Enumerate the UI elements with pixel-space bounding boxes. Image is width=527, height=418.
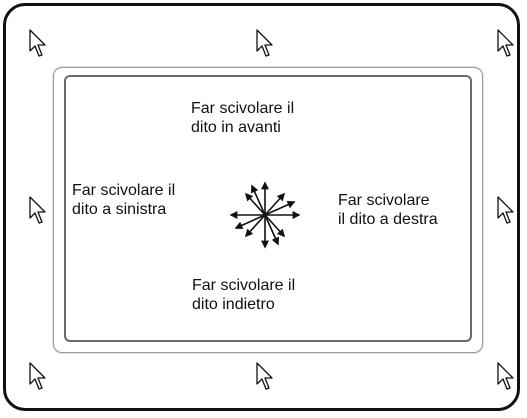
label-forward-line1: Far scivolare il	[191, 100, 295, 117]
label-left: Far scivolare il dito a sinistra	[72, 181, 175, 219]
mouse-pointer-icon	[256, 29, 273, 57]
label-left-line1: Far scivolare il	[72, 182, 176, 199]
mouse-pointer-icon	[497, 362, 514, 390]
multi-direction-arrows-icon	[229, 181, 301, 249]
label-forward-line2: dito in avanti	[191, 119, 281, 136]
label-forward: Far scivolare il dito in avanti	[191, 99, 294, 137]
label-right-line2: il dito a destra	[338, 211, 438, 228]
touchpad-surface	[64, 75, 472, 342]
label-right-line1: Far scivolare	[338, 192, 430, 209]
mouse-pointer-icon	[497, 29, 514, 57]
label-left-line2: dito a sinistra	[72, 201, 167, 218]
mouse-pointer-icon	[497, 196, 514, 224]
label-backward-line1: Far scivolare il	[192, 277, 296, 294]
mouse-pointer-icon	[29, 196, 46, 224]
label-backward: Far scivolare il dito indietro	[192, 276, 295, 314]
label-right: Far scivolare il dito a destra	[338, 191, 438, 229]
label-backward-line2: dito indietro	[192, 296, 275, 313]
mouse-pointer-icon	[29, 362, 46, 390]
mouse-pointer-icon	[29, 29, 46, 57]
mouse-pointer-icon	[256, 362, 273, 390]
